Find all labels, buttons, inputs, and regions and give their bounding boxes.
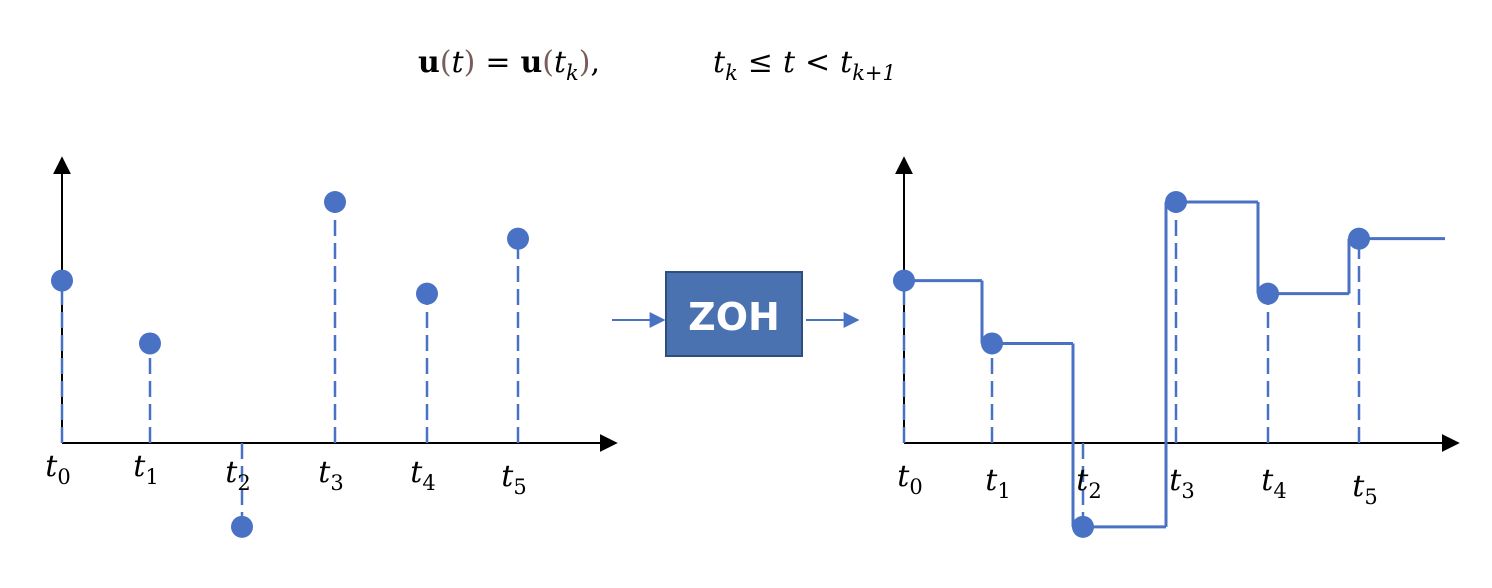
left-sampled-plot — [51, 191, 529, 538]
left-time-label-base-3: t — [318, 455, 331, 490]
left-time-label-sub-1: 1 — [145, 465, 158, 489]
right-time-label-base-1: t — [985, 463, 998, 498]
cond-lt: < — [805, 45, 830, 80]
right-sample-point-4 — [1257, 282, 1279, 305]
right-time-label-3: t3 — [1169, 463, 1194, 503]
eq-paren-open-1: ( — [440, 45, 452, 80]
right-time-label-base-5: t — [1352, 469, 1365, 504]
left-time-label-0: t0 — [45, 449, 70, 489]
right-sample-point-2 — [1072, 515, 1094, 538]
left-time-label-5: t5 — [501, 459, 526, 499]
eq-comma: , — [591, 45, 601, 80]
left-time-label-3: t3 — [318, 455, 343, 495]
cond-left-sub: k — [725, 61, 738, 85]
left-sample-point-2 — [231, 515, 253, 538]
eq-paren-open-2: ( — [542, 45, 554, 80]
left-time-label-2: t2 — [225, 455, 250, 495]
eq-lhs-arg: t — [452, 45, 465, 80]
right-sample-point-5 — [1348, 227, 1370, 250]
cond-mid: t — [783, 45, 796, 80]
eq-rhs-vector: u — [520, 45, 542, 80]
right-time-label-sub-4: 4 — [1273, 479, 1286, 503]
left-time-label-base-5: t — [501, 459, 514, 494]
right-time-label-sub-0: 0 — [909, 475, 922, 499]
right-time-label-5: t5 — [1352, 469, 1377, 509]
left-time-label-1: t1 — [133, 449, 158, 489]
cond-right-sub: k+1 — [852, 61, 896, 85]
left-sample-point-0 — [51, 269, 73, 292]
eq-paren-close-1: ) — [464, 45, 476, 80]
eq-paren-close-2: ) — [579, 45, 591, 80]
right-sample-point-3 — [1165, 191, 1187, 213]
cond-right-base: t — [840, 45, 853, 80]
zoh-block — [665, 271, 803, 357]
right-sample-point-1 — [981, 332, 1003, 355]
left-sample-point-1 — [139, 332, 161, 355]
eq-lhs-vector: u — [418, 45, 440, 80]
zoh-label: ZOH — [688, 295, 780, 339]
right-time-label-1: t1 — [985, 463, 1010, 503]
left-time-label-base-0: t — [45, 449, 58, 484]
left-time-label-sub-2: 2 — [237, 471, 250, 495]
right-zoh-plot — [893, 191, 1445, 538]
left-time-label-sub-5: 5 — [513, 475, 526, 499]
right-time-label-base-3: t — [1169, 463, 1182, 498]
cond-leq: ≤ — [748, 45, 773, 80]
right-time-label-base-2: t — [1076, 463, 1089, 498]
right-time-label-0: t0 — [897, 459, 922, 499]
left-time-label-sub-4: 4 — [422, 471, 435, 495]
left-time-label-base-4: t — [410, 455, 423, 490]
right-time-label-sub-1: 1 — [997, 479, 1010, 503]
left-sample-point-4 — [416, 282, 438, 305]
eq-rhs-arg-sub: k — [566, 61, 579, 85]
left-time-label-sub-0: 0 — [57, 465, 70, 489]
right-sample-point-0 — [893, 269, 915, 292]
right-time-label-sub-5: 5 — [1364, 485, 1377, 509]
right-time-label-4: t4 — [1261, 463, 1286, 503]
left-time-label-sub-3: 3 — [330, 471, 343, 495]
left-time-label-4: t4 — [410, 455, 435, 495]
right-time-label-sub-3: 3 — [1181, 479, 1194, 503]
right-time-label-base-0: t — [897, 459, 910, 494]
cond-left-base: t — [713, 45, 726, 80]
right-time-label-2: t2 — [1076, 463, 1101, 503]
equation: u(t)=u(tk), — [418, 45, 600, 85]
right-time-label-base-4: t — [1261, 463, 1274, 498]
equation-condition: tk≤t<tk+1 — [713, 45, 896, 85]
right-time-label-sub-2: 2 — [1088, 479, 1101, 503]
left-sample-point-3 — [324, 191, 346, 213]
left-time-label-base-1: t — [133, 449, 146, 484]
eq-equals: = — [485, 45, 510, 80]
left-time-label-base-2: t — [225, 455, 238, 490]
left-sample-point-5 — [507, 227, 529, 250]
eq-rhs-arg-base: t — [554, 45, 567, 80]
